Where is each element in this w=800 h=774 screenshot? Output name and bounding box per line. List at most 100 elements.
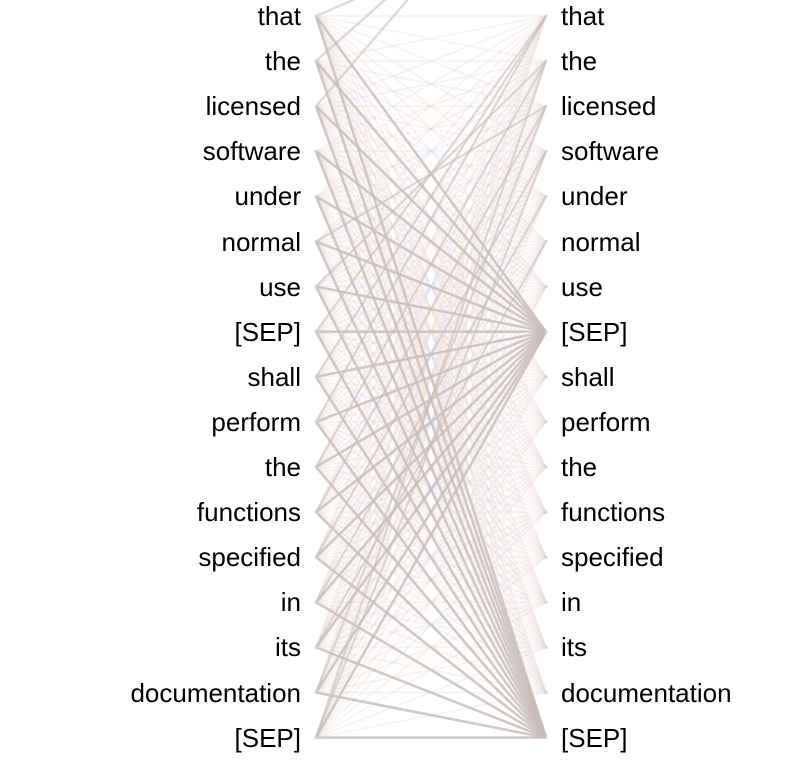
left-token[interactable]: software <box>202 136 301 167</box>
right-anchor-dot <box>544 375 548 379</box>
left-anchor-dot <box>314 59 318 63</box>
left-token[interactable]: licensed <box>205 91 301 122</box>
right-anchor-dot <box>544 240 548 243</box>
attention-edge-faint <box>315 15 547 107</box>
right-token[interactable]: documentation <box>561 677 732 708</box>
attention-edge <box>314 331 548 694</box>
left-anchor-dot <box>314 600 318 604</box>
left-token[interactable]: perform <box>211 406 301 437</box>
attention-edge <box>315 240 547 333</box>
left-token[interactable]: [SEP] <box>234 722 301 753</box>
attention-edge <box>315 150 547 558</box>
attention-edge-faint <box>315 15 547 107</box>
left-anchor-dot <box>314 420 318 424</box>
attention-edge <box>315 511 547 739</box>
attention-edge <box>315 330 547 514</box>
right-token[interactable]: the <box>561 452 598 482</box>
left-token[interactable]: use <box>259 271 301 302</box>
attention-edge <box>315 0 410 108</box>
right-anchor-dot <box>544 465 548 469</box>
left-anchor-dot <box>314 14 318 18</box>
attention-edge <box>315 15 547 423</box>
attention-edge-faint <box>315 15 547 62</box>
source-token-column: that the licensed software under normal use [SE… <box>0 0 301 774</box>
attention-edge <box>314 150 548 739</box>
right-token[interactable]: perform <box>561 406 651 437</box>
left-token[interactable]: specified <box>198 542 301 573</box>
left-token[interactable]: shall <box>247 361 301 392</box>
left-token[interactable]: in <box>280 587 301 618</box>
target-token-column: that the licensed software under normal use [SE… <box>561 0 800 774</box>
right-anchor-dot <box>544 600 548 604</box>
right-token[interactable]: that <box>561 1 605 31</box>
left-token[interactable]: documentation <box>130 677 301 708</box>
right-token[interactable]: its <box>561 632 587 663</box>
right-anchor-dot <box>544 645 548 649</box>
left-anchor-dot <box>314 194 318 198</box>
left-anchor-dot <box>314 510 318 514</box>
left-token[interactable]: that <box>257 1 301 31</box>
attention-edge <box>314 331 548 739</box>
right-token[interactable]: the <box>561 46 598 77</box>
right-token[interactable]: [SEP] <box>561 722 628 753</box>
attention-edge-faint <box>315 105 547 198</box>
left-anchor-dot <box>314 555 318 559</box>
right-token[interactable]: licensed <box>561 91 657 122</box>
attention-edge-faint <box>315 60 547 243</box>
attention-edge <box>315 330 547 424</box>
right-token[interactable]: software <box>561 136 660 167</box>
right-anchor-dot <box>544 14 548 18</box>
attention-edge <box>315 691 547 739</box>
attention-edge-faint <box>315 105 547 153</box>
attention-edge-faint <box>315 60 547 152</box>
attention-edge-faint <box>315 15 547 288</box>
attention-edge <box>315 330 547 604</box>
attention-edge <box>315 0 387 63</box>
right-anchor-dot <box>544 691 548 694</box>
right-anchor-dot <box>544 285 548 289</box>
attention-edge <box>315 150 547 333</box>
right-token[interactable]: under <box>561 181 628 212</box>
right-anchor-dot <box>544 736 548 740</box>
right-anchor-dot <box>544 510 548 514</box>
left-token[interactable]: under <box>234 181 302 212</box>
right-token[interactable]: use <box>561 271 603 302</box>
left-anchor-dot <box>314 375 318 379</box>
left-token[interactable]: normal <box>221 226 301 257</box>
left-anchor-dot <box>314 736 318 740</box>
attention-edge <box>315 466 547 739</box>
left-token[interactable]: the <box>264 452 301 482</box>
attention-edge-faint <box>315 15 547 243</box>
attention-edge-faint <box>315 15 547 152</box>
right-anchor-dot <box>544 59 548 63</box>
right-anchor-dot <box>544 330 548 334</box>
left-anchor-dot <box>314 691 318 694</box>
right-anchor-dot <box>544 420 548 424</box>
left-anchor-dot <box>314 240 318 243</box>
right-anchor-dot <box>544 149 548 153</box>
attention-edge <box>315 646 547 739</box>
attention-edge <box>314 60 548 738</box>
left-anchor-dot <box>314 149 318 153</box>
right-anchor-dot <box>544 104 548 108</box>
right-token[interactable]: specified <box>561 542 664 573</box>
left-token[interactable]: functions <box>196 497 301 528</box>
attention-edge <box>315 15 547 378</box>
attention-edge <box>314 421 548 739</box>
right-token[interactable]: functions <box>561 497 666 528</box>
right-token[interactable]: [SEP] <box>561 316 628 347</box>
left-anchor-dot <box>314 330 318 334</box>
attention-edge <box>315 556 547 739</box>
right-token[interactable]: in <box>561 587 582 618</box>
left-token[interactable]: its <box>275 632 301 663</box>
left-anchor-dot <box>314 104 318 108</box>
right-token[interactable]: shall <box>561 361 615 392</box>
left-token[interactable]: [SEP] <box>234 316 301 347</box>
attention-edge <box>315 105 547 243</box>
right-anchor-dot <box>544 555 548 559</box>
left-token[interactable]: the <box>264 46 301 77</box>
left-anchor-dot <box>314 285 318 289</box>
right-token[interactable]: normal <box>561 226 641 257</box>
